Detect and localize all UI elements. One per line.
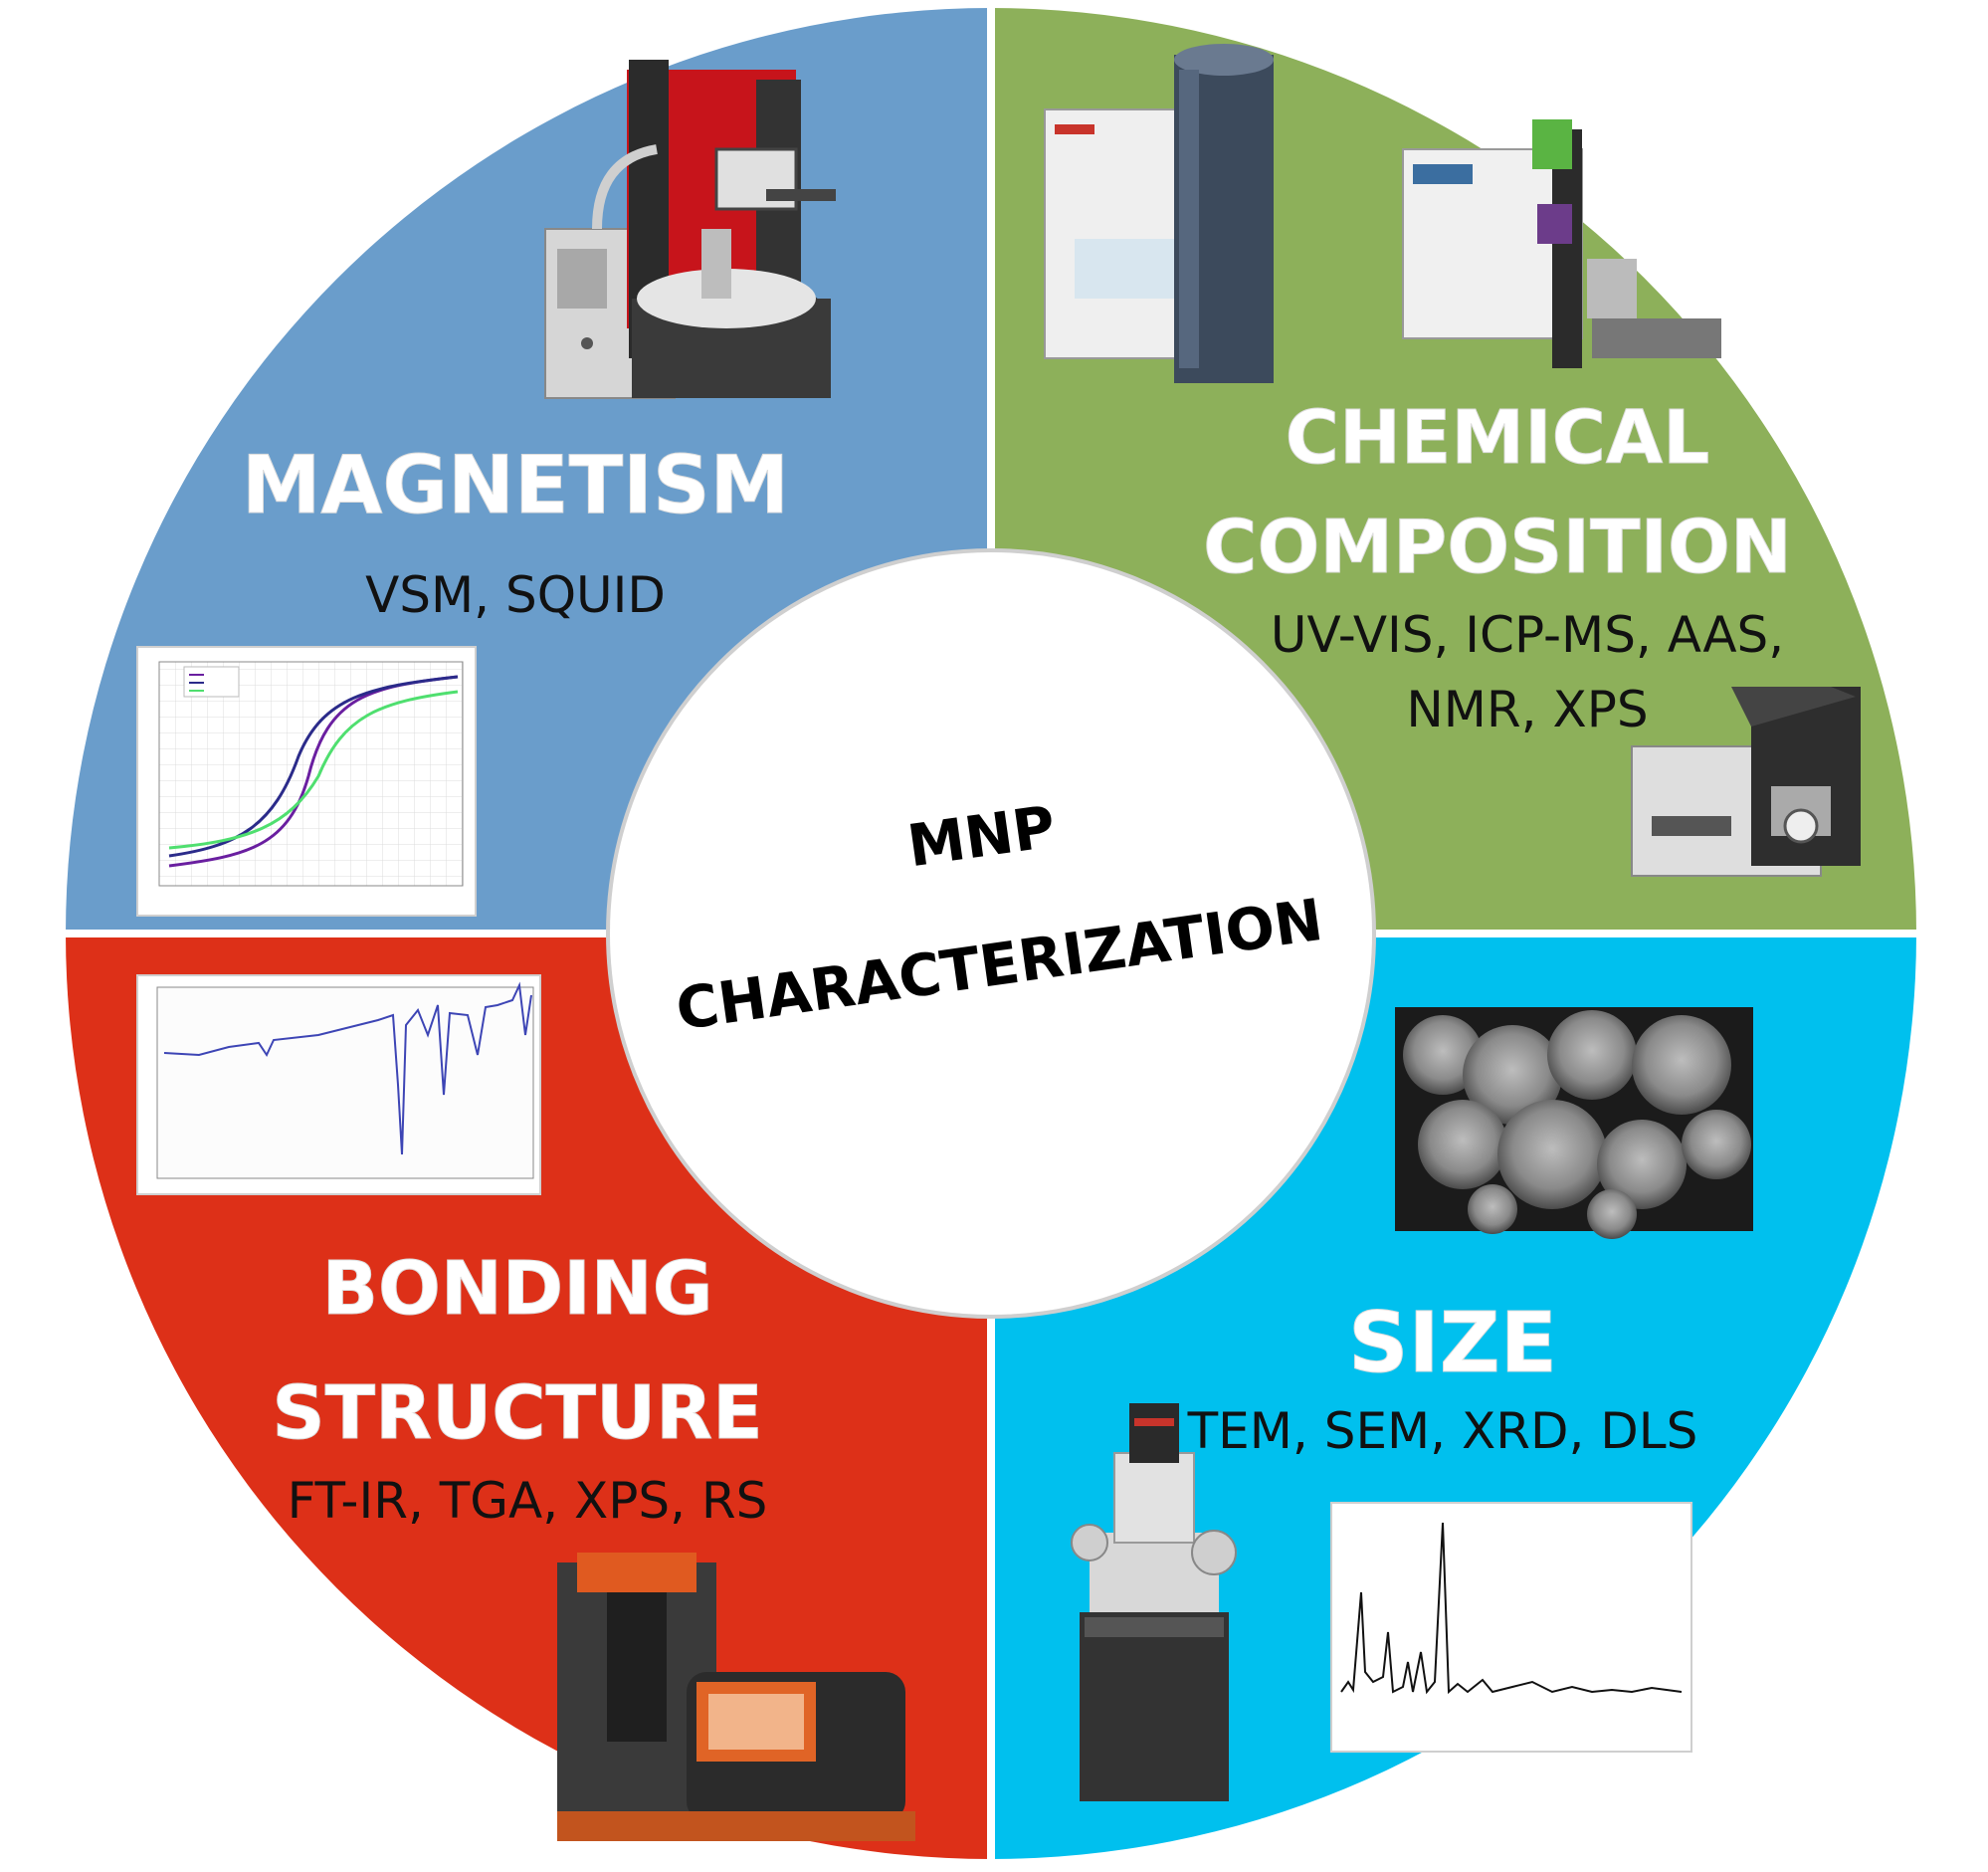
- size-methods: TEM, SEM, XRD, DLS: [1187, 1402, 1698, 1460]
- bonding-title-line1: BONDING: [322, 1246, 713, 1332]
- magnetism-methods: VSM, SQUID: [365, 566, 666, 624]
- hysteresis-loop-plot: [136, 646, 477, 917]
- bonding-title-line2: STRUCTURE: [272, 1370, 762, 1456]
- electron-microscope-instrument: [1071, 1403, 1237, 1801]
- chemical-title-line2: COMPOSITION: [1203, 505, 1792, 590]
- center-circle: [606, 548, 1376, 1319]
- xrd-pattern-plot: [1330, 1502, 1692, 1753]
- magnetism-title: MAGNETISM: [242, 439, 789, 531]
- bonding-methods: FT-IR, TGA, XPS, RS: [288, 1472, 768, 1530]
- ftir-spectrum-plot: [136, 974, 541, 1195]
- chemical-methods-line2: NMR, XPS: [1406, 681, 1648, 738]
- chemical-methods-line1: UV-VIS, ICP-MS, AAS,: [1271, 606, 1784, 664]
- sem-micrograph: [1395, 1007, 1753, 1239]
- icp-ms-instrument: [1402, 119, 1721, 368]
- spectrometer-instrument: [1044, 44, 1274, 383]
- chemical-title-line1: CHEMICAL: [1286, 395, 1710, 481]
- size-title: SIZE: [1348, 1294, 1557, 1391]
- tga-instrument: [557, 1553, 915, 1841]
- aas-instrument: [1631, 687, 1861, 877]
- magnetometer-instrument: [544, 60, 836, 399]
